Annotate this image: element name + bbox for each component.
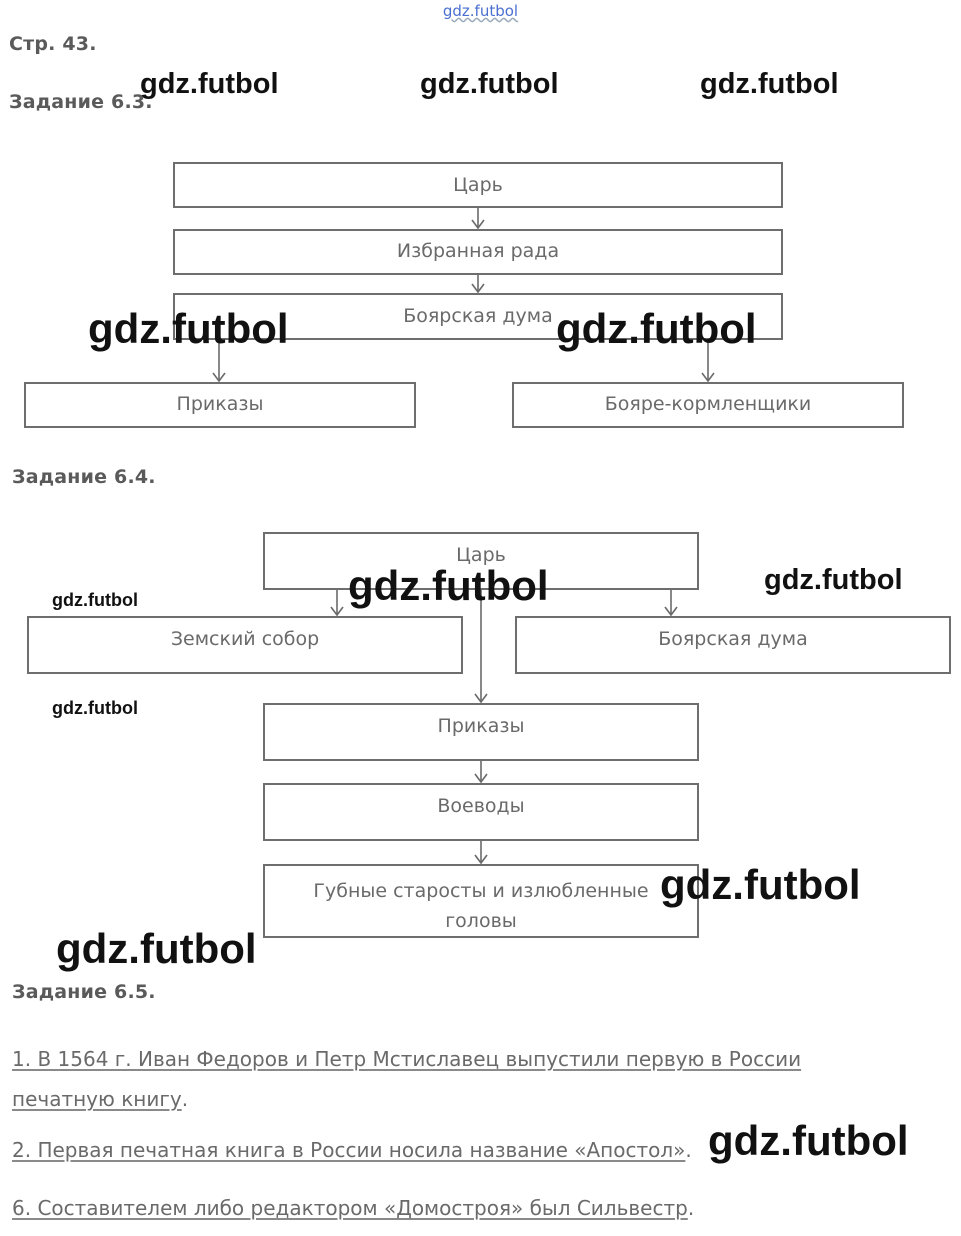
- t64-boyarskaya-duma-box: Боярская дума: [515, 616, 951, 674]
- arrow-t63-tsar-rada: [471, 208, 485, 230]
- answer-1: 1. В 1564 г. Иван Федоров и Петр Мстисла…: [12, 1039, 801, 1119]
- t64-prikazy-box: Приказы: [263, 703, 699, 761]
- t64-gubnye-label-line2: головы: [445, 910, 517, 932]
- t63-boyarskaya-duma-label: Боярская дума: [403, 305, 553, 327]
- answer-2-line1: 2. Первая печатная книга в России носила…: [12, 1138, 686, 1162]
- arrow-t63-duma-prikazy: [212, 340, 226, 383]
- watermark: gdz.futbol: [140, 68, 279, 100]
- site-name: gdz.futbol: [442, 2, 519, 20]
- t64-voevody-box: Воеводы: [263, 783, 699, 841]
- site-header: gdz.futbol: [0, 2, 961, 20]
- answer-3-end: .: [687, 1196, 695, 1220]
- watermark: gdz.futbol: [52, 590, 138, 610]
- t64-prikazy-label: Приказы: [437, 715, 525, 737]
- answer-3: 6. Составителем либо редактором «Домостр…: [12, 1196, 694, 1220]
- t64-zemsky-sobor-box: Земский собор: [27, 616, 463, 674]
- t64-tsar-label: Царь: [456, 544, 506, 566]
- t64-gubnye-label-line1: Губные старосты и излюбленные: [313, 880, 649, 902]
- t63-boyarskaya-duma-box: Боярская дума: [173, 293, 783, 340]
- task-6-3-title: Задание 6.3.: [9, 91, 153, 113]
- arrow-t64-voevody-gubnye: [474, 841, 488, 865]
- watermark: gdz.futbol: [52, 698, 138, 718]
- answer-1-line1: 1. В 1564 г. Иван Федоров и Петр Мстисла…: [12, 1047, 802, 1071]
- arrow-t63-rada-duma: [471, 275, 485, 294]
- watermark: gdz.futbol: [764, 564, 903, 596]
- t64-gubnye-box: Губные старосты и излюбленные головы: [263, 864, 699, 938]
- t63-tsar-label: Царь: [453, 174, 503, 196]
- watermark: gdz.futbol: [88, 305, 289, 352]
- arrow-t64-tsar-duma: [664, 590, 678, 617]
- page-reference: Стр. 43.: [9, 33, 97, 55]
- watermark: gdz.futbol: [700, 68, 839, 100]
- arrow-t64-prikazy-voevody: [474, 761, 488, 784]
- answer-3-line1: 6. Составителем либо редактором «Домостр…: [12, 1196, 688, 1220]
- t64-zemsky-sobor-label: Земский собор: [170, 628, 320, 650]
- arrow-t64-tsar-zemsky: [330, 590, 344, 617]
- t63-prikazy-label: Приказы: [176, 393, 264, 415]
- t64-tsar-box: Царь: [263, 532, 699, 590]
- watermark: gdz.futbol: [348, 562, 549, 609]
- t64-voevody-label: Воеводы: [437, 795, 525, 817]
- watermark: gdz.futbol: [660, 861, 861, 908]
- answer-2: 2. Первая печатная книга в России носила…: [12, 1138, 692, 1162]
- answer-1-line2: печатную книгу: [12, 1087, 182, 1111]
- task-6-4-title: Задание 6.4.: [12, 466, 156, 488]
- answer-2-end: .: [685, 1138, 692, 1162]
- watermark: gdz.futbol: [56, 925, 257, 972]
- t63-tsar-box: Царь: [173, 162, 783, 208]
- task-6-5-title: Задание 6.5.: [12, 981, 156, 1003]
- arrow-t63-duma-boyare: [701, 340, 715, 383]
- t64-boyarskaya-duma-label: Боярская дума: [658, 628, 808, 650]
- t63-izbrannaya-rada-box: Избранная рада: [173, 229, 783, 275]
- watermark: gdz.futbol: [708, 1117, 909, 1164]
- answer-1-end: .: [181, 1087, 189, 1111]
- watermark: gdz.futbol: [420, 68, 559, 100]
- t63-prikazy-box: Приказы: [24, 382, 416, 428]
- t63-boyare-kormlenshchiki-box: Бояре-кормленщики: [512, 382, 904, 428]
- watermark: gdz.futbol: [556, 305, 757, 352]
- t63-boyare-kormlenshchiki-label: Бояре-кормленщики: [604, 393, 812, 415]
- arrow-t64-tsar-prikazy: [474, 590, 488, 704]
- t63-izbrannaya-rada-label: Избранная рада: [396, 240, 560, 262]
